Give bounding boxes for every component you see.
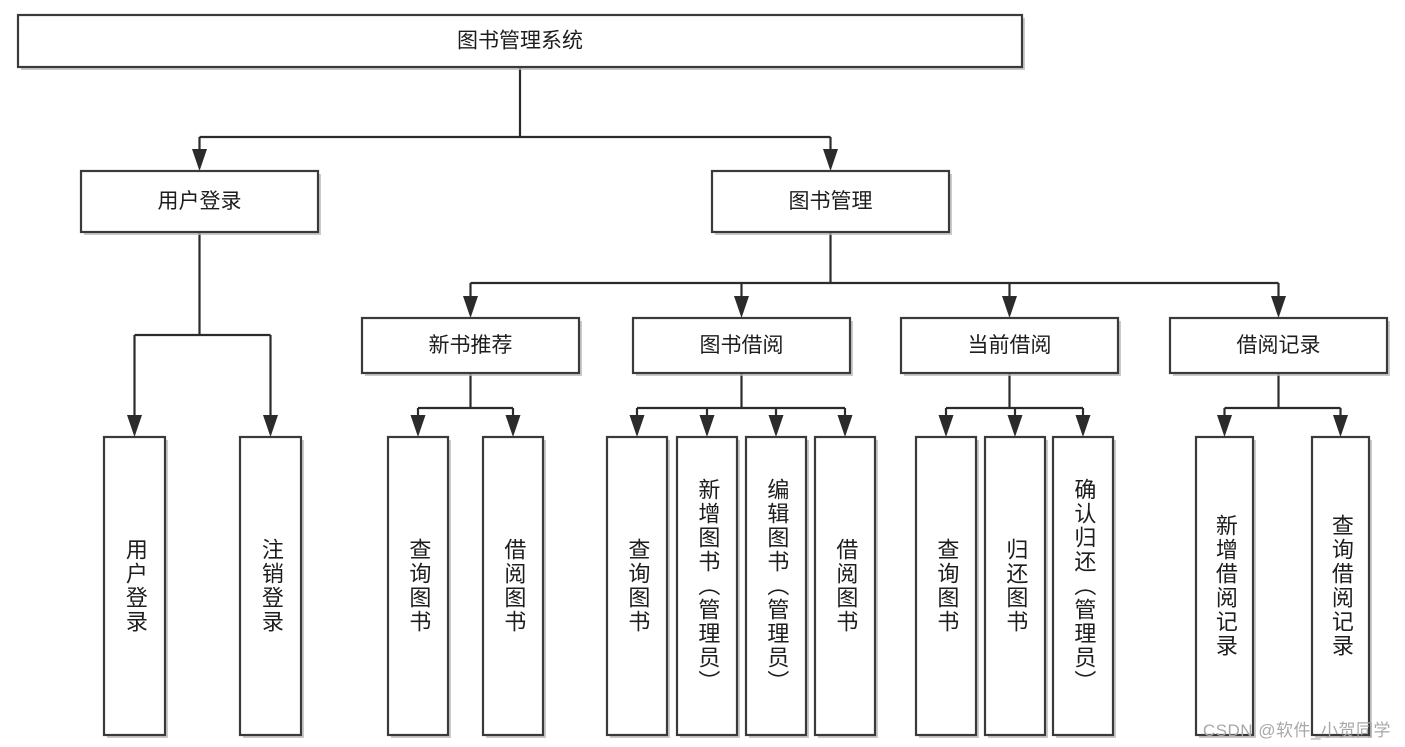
- connector-arrowhead-icon: [192, 149, 207, 171]
- node-box-leaf-return-book[interactable]: [983, 435, 1047, 737]
- connectors-layer: [127, 67, 1348, 437]
- connector-arrowhead-icon: [1333, 415, 1348, 437]
- connector-arrowhead-icon: [1271, 296, 1286, 318]
- node-label-user-login: 用户登录: [158, 190, 242, 213]
- connector-group-c-borrow-record: [1217, 373, 1348, 437]
- node-box-leaf-query-record[interactable]: [1310, 435, 1371, 737]
- node-label-root: 图书管理系统: [457, 30, 583, 53]
- connector-arrowhead-icon: [1002, 296, 1017, 318]
- connector-arrowhead-icon: [410, 415, 426, 437]
- connector-arrowhead-icon: [463, 296, 478, 318]
- connector-group-c-current-borrow: [938, 373, 1091, 437]
- connector-arrowhead-icon: [127, 415, 142, 437]
- node-box-book-borrow[interactable]: [631, 316, 852, 375]
- node-box-root[interactable]: [16, 13, 1024, 69]
- connector-arrowhead-icon: [629, 415, 645, 437]
- connector-group-c-user-login: [127, 232, 278, 437]
- node-box-leaf-add-record[interactable]: [1194, 435, 1255, 737]
- node-box-leaf-edit-book[interactable]: [744, 435, 808, 737]
- connector-arrowhead-icon: [1007, 415, 1023, 437]
- connector-group-c-book-manage: [463, 232, 1286, 318]
- node-label-book-manage: 图书管理: [789, 190, 873, 213]
- connector-group-c-book-borrow: [629, 373, 853, 437]
- node-box-leaf-query-book-2[interactable]: [605, 435, 669, 737]
- node-box-leaf-query-book-3[interactable]: [914, 435, 978, 737]
- node-box-borrow-record[interactable]: [1168, 316, 1389, 375]
- node-box-leaf-query-book-1[interactable]: [386, 435, 450, 737]
- connector-arrowhead-icon: [1075, 415, 1091, 437]
- connector-arrowhead-icon: [837, 415, 853, 437]
- watermark-text: CSDN @软件_小贺同学: [1202, 721, 1391, 740]
- node-box-new-book-rec[interactable]: [360, 316, 581, 375]
- node-box-leaf-user-login[interactable]: [102, 435, 167, 737]
- node-label-book-borrow: 图书借阅: [700, 334, 784, 357]
- node-box-user-login[interactable]: [79, 169, 320, 234]
- node-box-current-borrow[interactable]: [899, 316, 1120, 375]
- connector-arrowhead-icon: [823, 149, 838, 171]
- connector-arrowhead-icon: [938, 415, 954, 437]
- connector-arrowhead-icon: [734, 296, 749, 318]
- node-label-current-borrow: 当前借阅: [968, 334, 1052, 357]
- node-box-leaf-borrow-book-1[interactable]: [481, 435, 545, 737]
- node-box-leaf-user-logout[interactable]: [238, 435, 303, 737]
- connector-arrowhead-icon: [1217, 415, 1232, 437]
- connector-group-c-new-book-rec: [410, 373, 521, 437]
- connector-group-c-root: [192, 67, 838, 171]
- node-box-leaf-borrow-book-2[interactable]: [813, 435, 877, 737]
- connector-arrowhead-icon: [768, 415, 784, 437]
- node-box-leaf-add-book[interactable]: [675, 435, 739, 737]
- connector-arrowhead-icon: [699, 415, 715, 437]
- node-label-new-book-rec: 新书推荐: [429, 334, 513, 357]
- node-label-borrow-record: 借阅记录: [1237, 334, 1321, 357]
- node-box-leaf-confirm-return[interactable]: [1051, 435, 1115, 737]
- nodes-layer: [16, 13, 1390, 738]
- node-box-book-manage[interactable]: [710, 169, 951, 234]
- connector-arrowhead-icon: [505, 415, 521, 437]
- connector-arrowhead-icon: [263, 415, 278, 437]
